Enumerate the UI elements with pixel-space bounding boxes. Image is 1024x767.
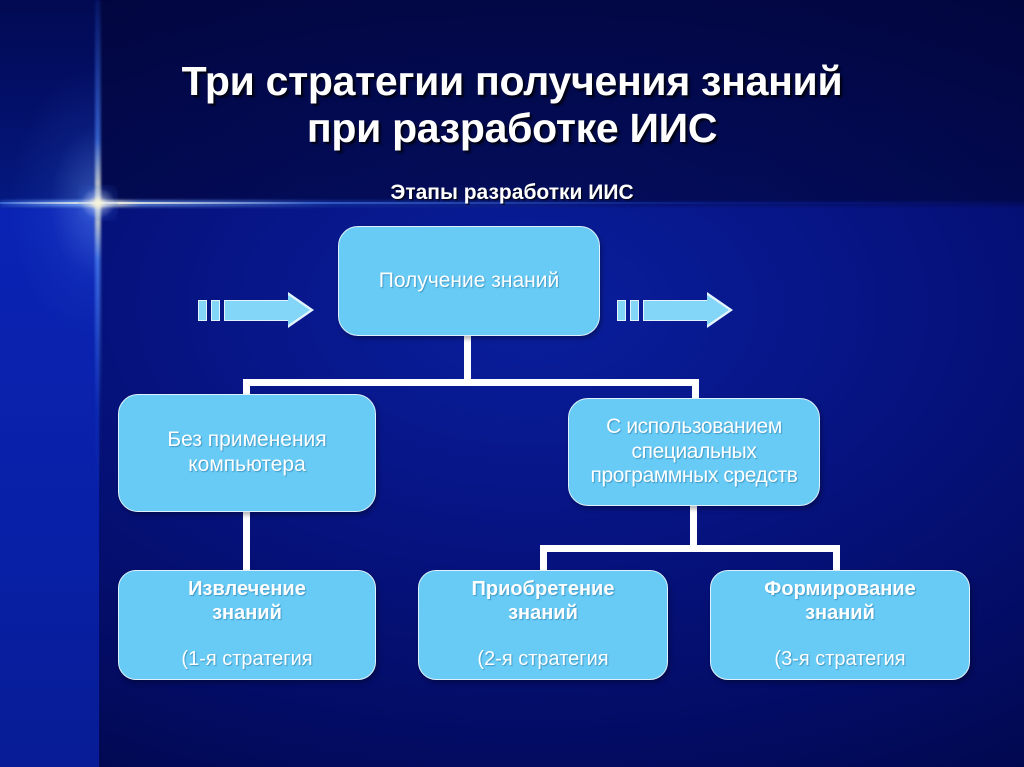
- left-arrow-stripe-1: [198, 300, 207, 321]
- right-arrow-stripe-1: [617, 300, 626, 321]
- connector-level1-bus: [243, 379, 699, 386]
- node-leaf-strategy-3[interactable]: Формирование знаний (3-я стратегия: [710, 570, 970, 680]
- starburst-horizontal-thin-ray: [0, 202, 1024, 204]
- node-branch-without-computer-label: Без применения компьютера: [167, 428, 327, 476]
- node-leaf-strategy-1-note: (1-я стратегия: [181, 648, 313, 671]
- connector-to-branch-left: [243, 379, 250, 401]
- connector-to-leaf3: [833, 545, 840, 575]
- connector-root-stem: [464, 336, 471, 384]
- node-branch-without-computer[interactable]: Без применения компьютера: [118, 394, 376, 512]
- background-left-band: [0, 0, 99, 767]
- page-subtitle: Этапы разработки ИИС: [390, 181, 634, 204]
- connector-level2-bus: [540, 545, 840, 552]
- right-flow-arrow: [617, 292, 742, 329]
- node-leaf-strategy-2-note: (2-я стратегия: [477, 648, 609, 671]
- right-arrow-head-fill: [707, 294, 729, 325]
- node-leaf-strategy-3-note: (3-я стратегия: [774, 648, 906, 671]
- left-flow-arrow: [198, 292, 323, 329]
- node-leaf-strategy-3-title: Формирование знаний: [764, 578, 916, 624]
- node-branch-with-software-label: С использованием специальных программных…: [590, 415, 798, 488]
- connector-to-leaf2: [540, 545, 547, 575]
- starburst-core: [78, 185, 118, 221]
- node-leaf-strategy-2-text: Приобретение знаний (2-я стратегия: [419, 555, 667, 695]
- right-arrow-shaft: [643, 300, 709, 321]
- background-left-glow: [0, 0, 99, 767]
- connector-left-branch-to-leaf1: [243, 508, 250, 574]
- node-branch-with-software[interactable]: С использованием специальных программных…: [568, 398, 820, 506]
- left-arrow-stripe-2: [211, 300, 220, 321]
- left-arrow-shaft: [224, 300, 290, 321]
- node-leaf-strategy-2-title: Приобретение знаний: [471, 578, 615, 624]
- node-leaf-strategy-1-title: Извлечение знаний: [188, 578, 306, 624]
- node-leaf-strategy-3-text: Формирование знаний (3-я стратегия: [711, 555, 969, 695]
- page-title: Три стратегии получения знаний при разра…: [181, 58, 843, 151]
- connector-right-branch-stem: [690, 502, 697, 548]
- right-arrow-stripe-2: [630, 300, 639, 321]
- node-leaf-strategy-1[interactable]: Извлечение знаний (1-я стратегия: [118, 570, 376, 680]
- node-root-knowledge-acquisition[interactable]: Получение знаний: [338, 226, 600, 336]
- connector-to-branch-right: [692, 379, 699, 405]
- node-leaf-strategy-2[interactable]: Приобретение знаний (2-я стратегия: [418, 570, 668, 680]
- node-leaf-strategy-1-text: Извлечение знаний (1-я стратегия: [119, 555, 375, 695]
- left-arrow-head-fill: [288, 294, 310, 325]
- starburst-vertical-ray: [95, 0, 101, 500]
- node-root-label: Получение знаний: [378, 268, 560, 292]
